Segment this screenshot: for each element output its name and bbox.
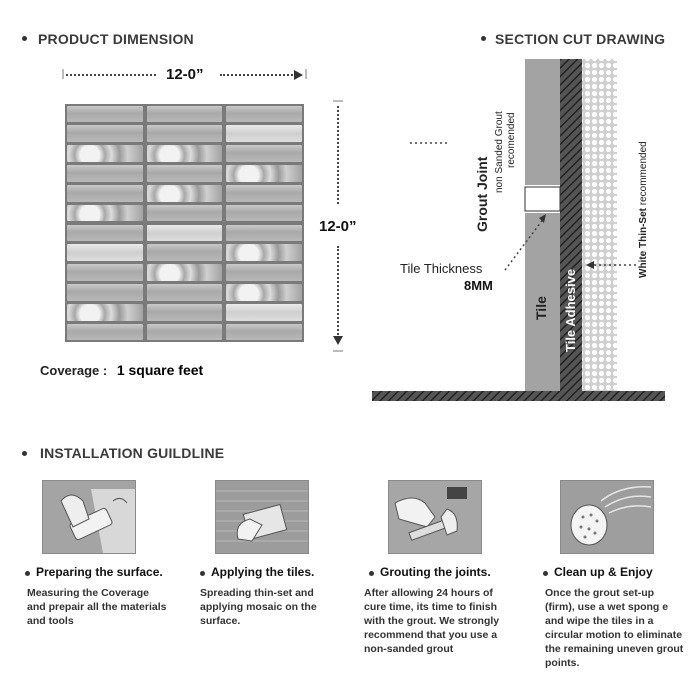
mosaic-tile [67,264,143,281]
trowel-icon [216,481,308,553]
mosaic-tile [226,284,302,301]
mosaic-tile [67,105,143,123]
coverage-value: 1 square feet [116,362,204,378]
bullet-product-dimension [22,36,27,41]
mosaic-tile [226,303,302,321]
step3-illustration [388,480,482,554]
mosaic-tile [226,224,302,242]
mosaic-tile [226,145,302,162]
mosaic-tile [67,184,143,202]
mosaic-tile [67,323,143,341]
section-cut-drawing [372,59,665,401]
step2-bullet [200,571,205,576]
coverage-row: Coverage : 1 square feet [40,362,203,378]
mosaic-tile [146,145,223,162]
bullet-installation [22,451,27,456]
thickness-leader-line [504,217,545,271]
mosaic-tile [67,145,143,162]
mosaic-tile [146,264,223,281]
mosaic-tile [146,184,223,202]
thinset-label-rest: recommended [638,141,649,208]
adhesive-label: Tile Adhesive [563,268,578,352]
mosaic-tile [226,105,302,123]
grout-float-icon [389,481,481,553]
width-dim-cap-right [305,69,307,79]
adhesive-layer [560,59,582,391]
tile-label: Tile [533,296,549,320]
mosaic-tile [67,204,143,222]
height-dim-cap-bottom [333,350,343,352]
mosaic-tile [226,204,302,222]
mosaic-tile [146,284,223,301]
mosaic-tile [226,264,302,281]
tile-thickness-label: Tile Thickness [400,261,483,276]
height-dim-cap-top [333,100,343,102]
step3-bullet [369,571,374,576]
mosaic-tile [146,105,223,123]
mosaic-tile [146,244,223,262]
height-dim-line-top [337,106,339,204]
step1-illustration [42,480,136,554]
installation-title: INSTALLATION GUILDLINE [40,445,225,461]
bullet-section-cut [481,36,486,41]
mosaic-tile [226,165,302,182]
mosaic-tile [146,303,223,321]
height-dim-line-bottom [337,246,339,338]
mosaic-tile [67,224,143,242]
step1-bullet [25,571,30,576]
thinset-layer [582,59,617,391]
width-dimension-label: 12-0” [166,66,204,83]
grout-joint-gap [524,186,561,212]
thickness-leader-arrow [539,214,546,223]
thinset-leader-arrow [586,261,594,269]
lower-tile [525,213,560,391]
step2-illustration [215,480,309,554]
section-cut-title: SECTION CUT DRAWING [495,31,666,47]
grout-note-line2: recomended [506,112,517,168]
grout-note-line1: non Sanded Grout [494,111,505,193]
mosaic-tile [67,125,143,143]
step4-text: Once the grout set-up (firm), use a wet … [545,587,684,669]
height-dimension-label: 12-0” [319,218,357,235]
step4-illustration [560,480,654,554]
sponge-icon [561,481,653,553]
mosaic-tile-sheet [65,104,304,342]
width-dim-cap-left [62,69,64,79]
mosaic-tile [146,204,223,222]
mosaic-tile [226,244,302,262]
upper-tile [525,59,560,185]
step1-title: Preparing the surface. [36,565,163,579]
mosaic-tile [67,165,143,182]
width-dim-line-right [220,74,296,76]
width-dim-arrow [294,70,303,80]
width-dim-line-left [66,74,156,76]
mosaic-tile [67,244,143,262]
step2-text: Spreading thin-set and applying mosaic o… [200,587,317,627]
step4-bullet [543,571,548,576]
tile-thickness-value: 8MM [464,278,493,293]
coverage-label: Coverage : [40,363,108,378]
step1-text: Measuring the Coverage and prepair all t… [27,587,167,627]
step3-title: Grouting the joints. [380,565,491,579]
mosaic-tile [226,323,302,341]
mosaic-tile [146,323,223,341]
product-dimension-title: PRODUCT DIMENSION [38,31,194,47]
step3-text: After allowing 24 hours of cure time, it… [364,587,500,655]
mosaic-tile [146,125,223,143]
mosaic-tile [226,184,302,202]
step2-title: Applying the tiles. [211,565,315,579]
height-dim-arrow [333,336,343,345]
thinset-label-bold: White Thin-Set [638,208,649,278]
mosaic-tile [226,125,302,143]
mosaic-tile [67,284,143,301]
grout-joint-label: Grout Joint [474,156,490,232]
thinset-label: White Thin-Set recommended [638,141,649,278]
mosaic-tile [146,224,223,242]
mosaic-tile [67,303,143,321]
step4-title: Clean up & Enjoy [554,565,653,579]
measuring-tape-icon [43,481,135,553]
floor-slab [372,391,665,401]
mosaic-tile [146,165,223,182]
